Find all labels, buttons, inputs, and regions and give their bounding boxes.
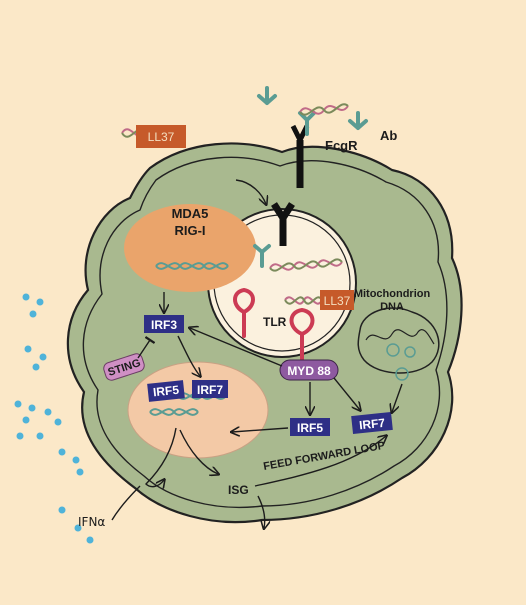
svg-text:IRF5: IRF5 <box>297 421 323 435</box>
fcgr-label: FcgR <box>325 138 358 153</box>
irf7-box: IRF7 <box>351 411 393 435</box>
irf7-nucleus-box: IRF7 <box>192 380 228 398</box>
irf5-nucleus-box: IRF5 <box>147 380 185 402</box>
irf3-box: IRF3 <box>144 315 184 333</box>
rigi-label: RIG-I <box>174 223 205 238</box>
internalized-fcgr <box>271 202 295 246</box>
irf5-box: IRF5 <box>290 418 330 436</box>
isg-label: ISG <box>228 483 249 497</box>
nucleus <box>127 361 269 459</box>
antibody-icon <box>253 86 368 268</box>
svg-text:IRF5: IRF5 <box>152 383 180 400</box>
ifn-dots <box>14 293 94 544</box>
svg-text:IRF7: IRF7 <box>197 383 223 397</box>
mda5-label: MDA5 <box>172 206 209 221</box>
mitochondrion <box>357 307 440 381</box>
svg-text:IRF7: IRF7 <box>358 416 386 433</box>
svg-text:MYD 88: MYD 88 <box>287 364 331 378</box>
sting-box: STING <box>103 353 145 381</box>
svg-text:LL37: LL37 <box>324 294 351 308</box>
mitochondrion-label: Mitochondrion <box>354 288 431 300</box>
svg-text:LL37: LL37 <box>148 130 175 144</box>
ll37-endosome: LL37 <box>320 290 354 310</box>
myd88-box: MYD 88 <box>279 359 339 381</box>
ifna-label: IFNα <box>78 515 105 529</box>
ab-label: Ab <box>380 128 397 143</box>
mda5-rigi-region <box>124 204 256 292</box>
tlr-label: TLR <box>263 315 287 329</box>
signal-arrows <box>111 179 403 528</box>
ll37-outside: LL37 <box>136 125 186 148</box>
svg-text:IRF3: IRF3 <box>151 318 177 332</box>
cell-membrane-inner <box>82 156 448 509</box>
tlr-receptor <box>233 287 315 364</box>
mitochondrion-dna-label: DNA <box>380 301 404 313</box>
